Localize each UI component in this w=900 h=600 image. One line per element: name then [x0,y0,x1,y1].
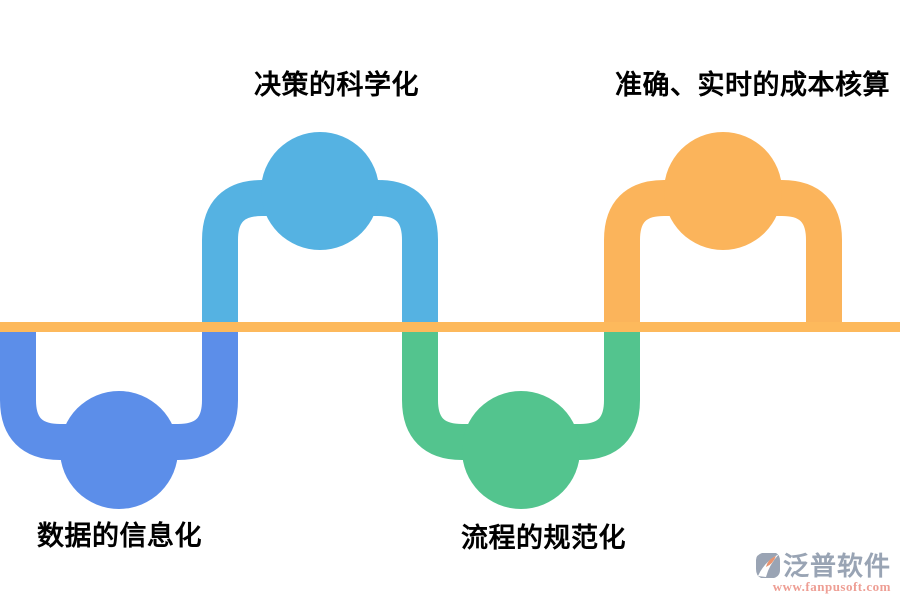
node-circle-scientific-decision [261,132,379,250]
baseline [0,322,900,332]
watermark-brand-row: 泛普软件 [755,552,891,579]
watermark-brand-text: 泛普软件 [782,550,891,581]
fanpu-logo-icon [755,553,780,578]
node-circle-data-informatization [60,391,178,509]
node-circle-realtime-cost-accounting [664,132,782,250]
node-label-process-standardization: 流程的规范化 [461,523,626,553]
watermark-url-text: www.fanpusoft.com [772,579,891,594]
watermark: 泛普软件 www.fanpusoft.com [755,552,891,593]
node-label-data-informatization: 数据的信息化 [37,521,202,551]
node-circle-process-standardization [462,391,580,509]
node-label-scientific-decision: 决策的科学化 [254,70,419,100]
node-label-realtime-cost-accounting: 准确、实时的成本核算 [615,70,890,100]
